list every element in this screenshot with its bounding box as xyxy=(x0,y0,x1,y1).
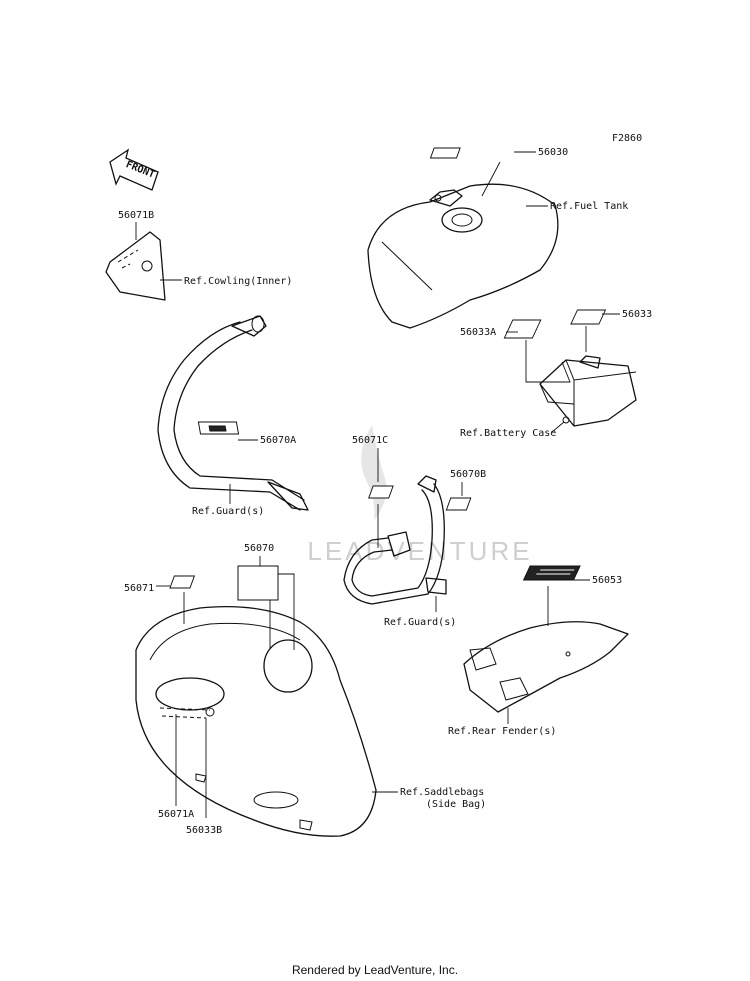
decal-56071 xyxy=(169,575,196,589)
part-56033: 56033 xyxy=(622,309,652,320)
ref-saddlebags-side-bag: (Side Bag) xyxy=(426,799,486,810)
center-guard-group: 56071C 56070B Ref.Guard(s) xyxy=(343,435,486,628)
part-56070B: 56070B xyxy=(450,469,486,480)
part-56053: 56053 xyxy=(592,575,622,586)
part-56070: 56070 xyxy=(244,543,274,554)
part-56071C: 56071C xyxy=(352,435,388,446)
rear-fender-part xyxy=(463,621,629,713)
decal-56053 xyxy=(522,565,581,581)
fuel-tank-part xyxy=(367,183,559,329)
rear-fender-group: 56053 Ref.Rear Fender(s) xyxy=(448,565,629,737)
ref-guard-center: Ref.Guard(s) xyxy=(384,617,456,628)
part-56030: 56030 xyxy=(538,147,568,158)
watermark-text: LEADVENTURE xyxy=(307,536,532,566)
ref-battery-case: Ref.Battery Case xyxy=(460,428,556,439)
decal-56033 xyxy=(570,309,607,325)
ref-guard-left: Ref.Guard(s) xyxy=(192,506,264,517)
decal-56070B xyxy=(445,497,472,511)
diagram-code: F2860 xyxy=(612,133,642,144)
left-guard-part xyxy=(157,321,301,511)
ref-cowling-inner: Ref.Cowling(Inner) xyxy=(184,276,292,287)
decal-56030 xyxy=(429,147,461,159)
part-56033A: 56033A xyxy=(460,327,496,338)
fuel-tank-group: 56030 Ref.Fuel Tank xyxy=(367,147,628,329)
ref-fuel-tank: Ref.Fuel Tank xyxy=(550,201,628,212)
decal-56071C xyxy=(368,485,394,499)
cowling-inner-part xyxy=(105,231,166,301)
part-56071A: 56071A xyxy=(158,809,194,820)
decal-56070 xyxy=(237,565,279,601)
cowling-inner-group: 56071B Ref.Cowling(Inner) xyxy=(105,210,292,301)
front-arrow: FRONT xyxy=(109,148,159,191)
watermark: LEADVENTURE xyxy=(307,425,532,566)
center-guard-part xyxy=(351,489,433,597)
front-arrow-icon xyxy=(109,148,159,191)
ref-rear-fender: Ref.Rear Fender(s) xyxy=(448,726,556,737)
battery-case-group: 56033 56033A Ref.Battery Case xyxy=(460,309,652,439)
part-56070A: 56070A xyxy=(260,435,296,446)
decal-56033A xyxy=(503,319,542,339)
saddlebag-group: 56070 56071 56071A 56033B Ref.Saddlebags… xyxy=(124,543,486,837)
part-56071: 56071 xyxy=(124,583,154,594)
ref-saddlebags: Ref.Saddlebags xyxy=(400,787,484,798)
part-56071B: 56071B xyxy=(118,210,154,221)
left-guard-group: 56070A Ref.Guard(s) xyxy=(157,315,309,517)
saddlebag-part xyxy=(135,606,377,837)
part-56033B: 56033B xyxy=(186,825,222,836)
battery-case-part xyxy=(539,359,637,427)
footer-credit: Rendered by LeadVenture, Inc. xyxy=(291,963,459,977)
